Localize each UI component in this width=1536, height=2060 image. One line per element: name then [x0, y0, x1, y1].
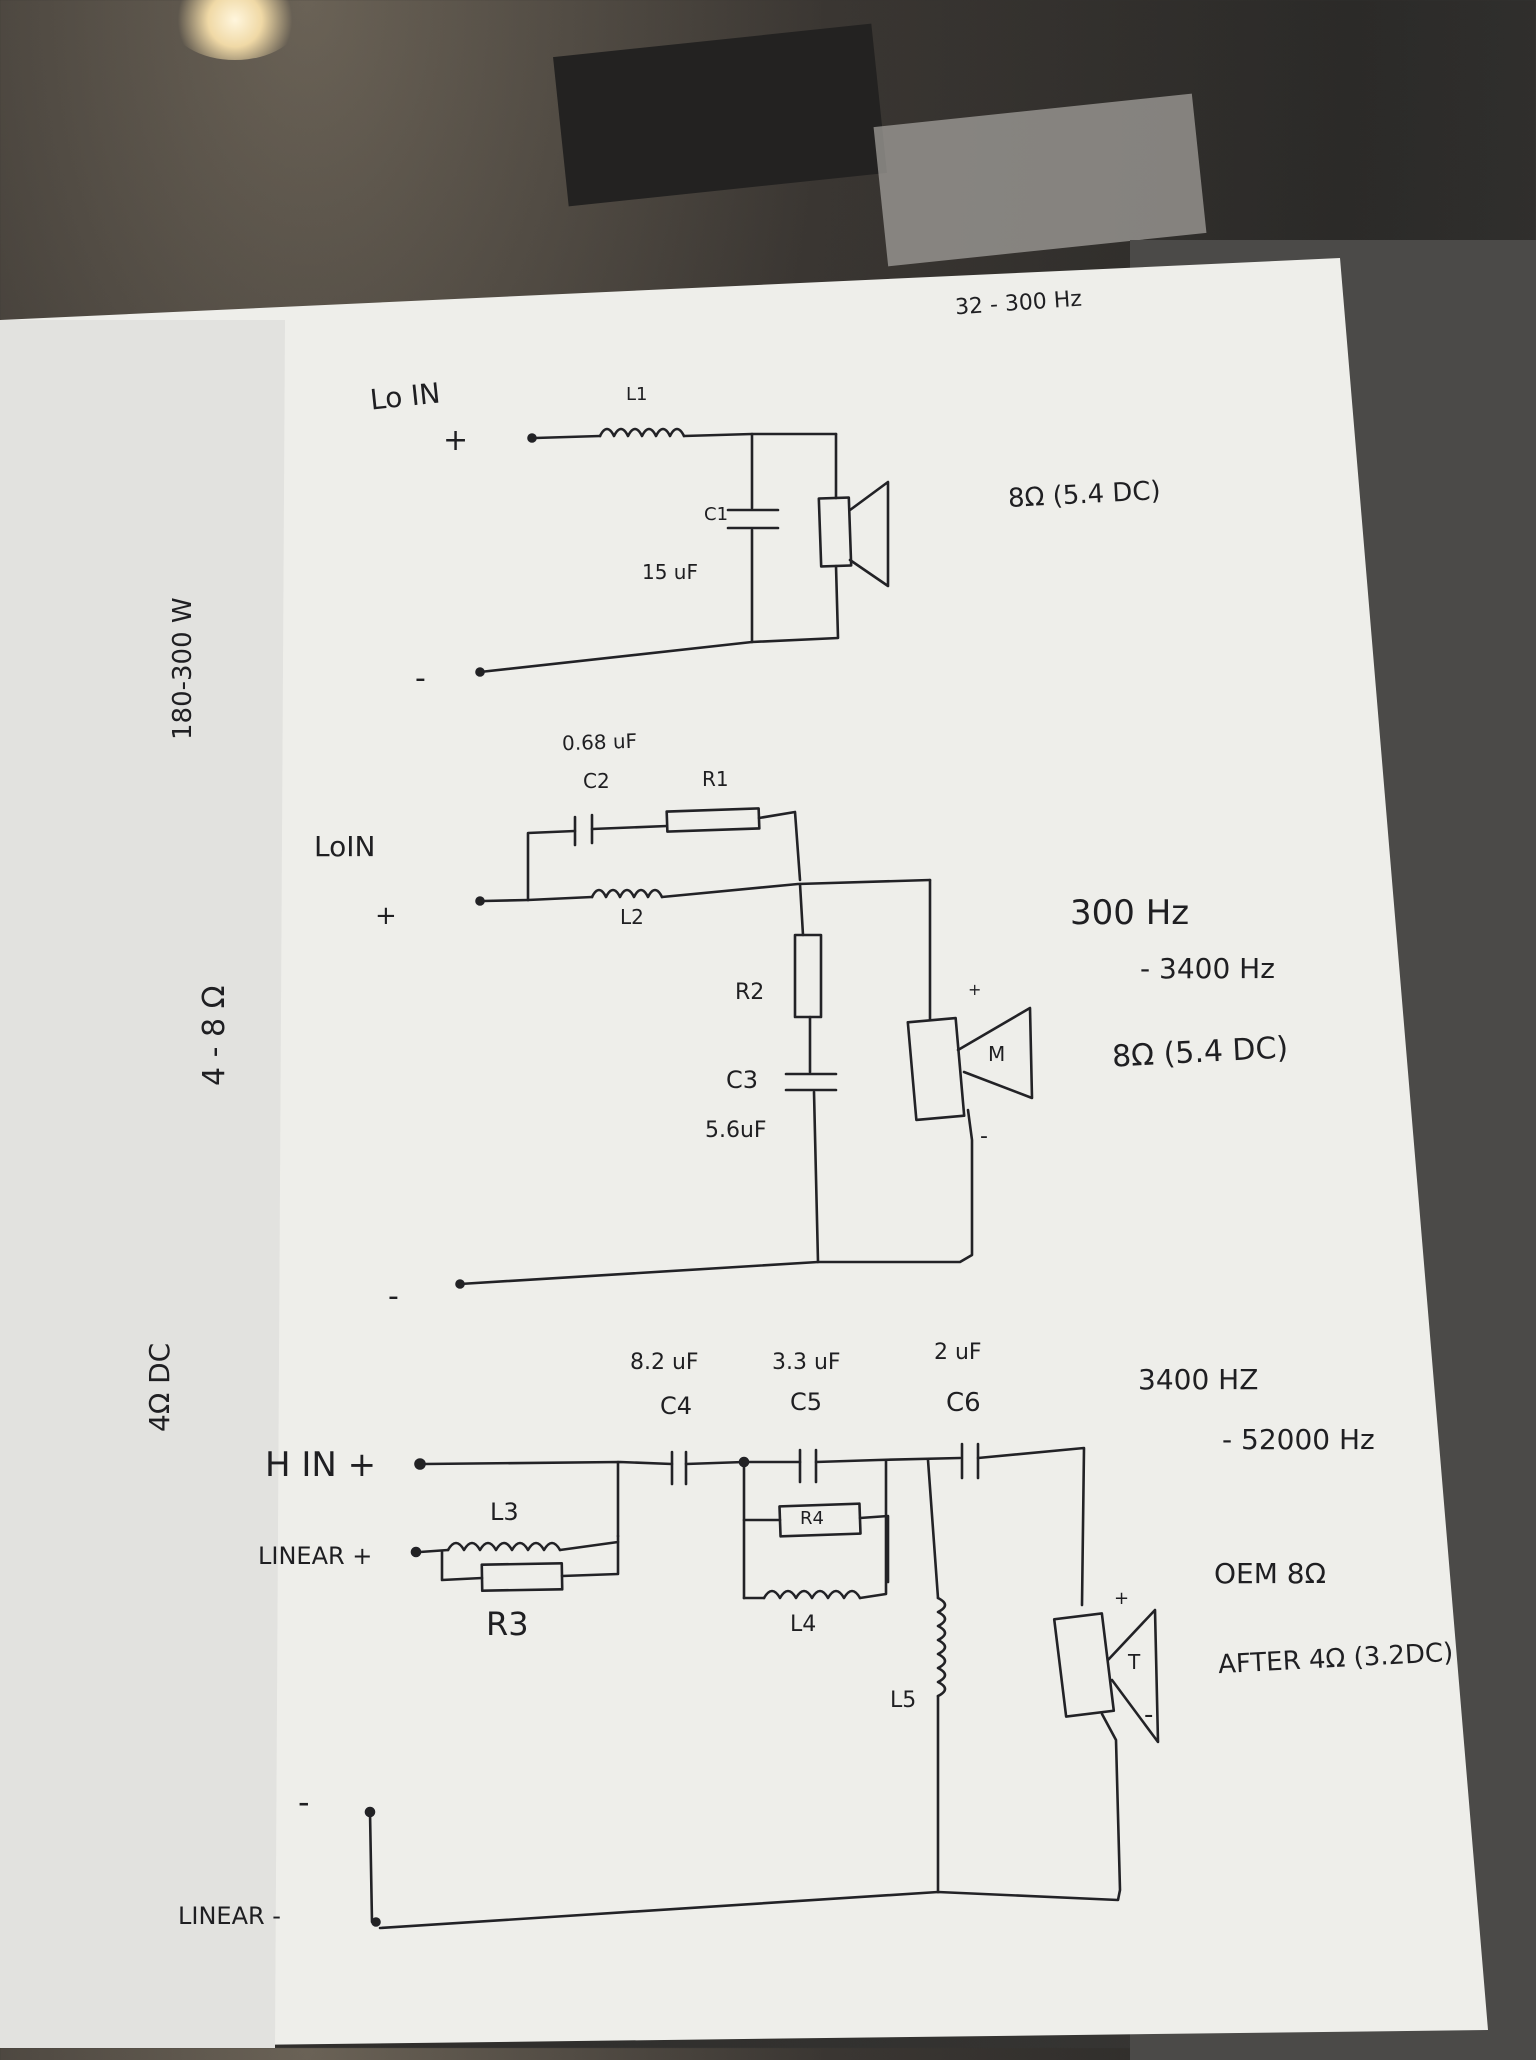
margin-impedance-range: 4 - 8 Ω [197, 985, 232, 1086]
capacitor-c6 [960, 1442, 980, 1480]
ground-minus-label: - [298, 1783, 310, 1821]
capacitor-c6-value: 2 uF [934, 1340, 982, 1365]
tweeter-speaker-label: T [1128, 1650, 1141, 1674]
h-in-label: H IN + [265, 1445, 377, 1485]
capacitor-c1 [726, 508, 780, 530]
inductor-l2 [590, 888, 664, 899]
inductor-l2-label: L2 [620, 905, 644, 929]
capacitor-c1-value: 15 uF [642, 560, 698, 584]
high-frequency-end: - 52000 Hz [1222, 1423, 1375, 1456]
plus-terminal-label: + [443, 423, 469, 458]
minus-terminal-label-2: - [388, 1279, 399, 1314]
capacitor-c5-value: 3.3 uF [772, 1350, 841, 1375]
tweeter-speaker [1052, 1612, 1116, 1718]
capacitor-c3 [784, 1072, 838, 1092]
minus-terminal-label: - [415, 661, 426, 696]
margin-dc-impedance: 4Ω DC [143, 1342, 176, 1432]
capacitor-c6-label: C6 [946, 1388, 981, 1418]
oem-impedance: OEM 8Ω [1214, 1557, 1326, 1590]
mid-frequency-end: - 3400 Hz [1140, 952, 1275, 985]
capacitor-c4 [670, 1450, 688, 1486]
capacitor-c4-value: 8.2 uF [630, 1350, 699, 1375]
capacitor-c5-label: C5 [790, 1388, 823, 1416]
lo-in-label-2: LoIN [314, 830, 376, 863]
capacitor-c1-label: C1 [704, 504, 729, 525]
high-frequency-start: 3400 HZ [1138, 1363, 1259, 1396]
impedance-low: 8Ω (5.4 DC) [1007, 476, 1162, 514]
inductor-l1-label: L1 [626, 384, 648, 405]
resistor-r1-label: R1 [702, 767, 729, 791]
tweeter-plus-label: + [1114, 1588, 1130, 1609]
plus-terminal-label-2: + [375, 901, 397, 931]
capacitor-c3-label: C3 [726, 1066, 759, 1094]
midrange-plus-label: + [968, 980, 982, 999]
capacitor-c3-value: 5.6uF [705, 1118, 767, 1143]
circuit-low-section [475, 427, 890, 677]
inductor-l1 [598, 427, 686, 438]
resistor-r1 [665, 807, 761, 833]
tweeter-minus-label: - [1144, 1700, 1154, 1730]
resistor-r3 [480, 1562, 564, 1592]
midrange-speaker [906, 1016, 966, 1122]
capacitor-c2-value: 0.68 uF [561, 728, 638, 756]
capacitor-c2 [573, 813, 594, 847]
linear-minus-label: LINEAR - [178, 1902, 281, 1930]
midrange-minus-label: - [980, 1124, 988, 1149]
inductor-l3-label: L3 [490, 1498, 519, 1526]
linear-plus-label: LINEAR + [258, 1542, 373, 1570]
inductor-l5 [936, 1596, 947, 1698]
midrange-speaker-label: M [988, 1042, 1006, 1066]
resistor-r3-label: R3 [486, 1605, 529, 1643]
inductor-l3 [446, 1541, 562, 1552]
capacitor-c4-label: C4 [660, 1392, 693, 1420]
capacitor-c5 [798, 1448, 818, 1484]
inductor-l4 [762, 1589, 862, 1600]
woofer-speaker [817, 496, 853, 568]
mid-frequency-start: 300 Hz [1070, 893, 1190, 933]
resistor-r2 [793, 933, 823, 1019]
inductor-l5-label: L5 [890, 1688, 917, 1713]
resistor-r4-label: R4 [800, 1508, 824, 1529]
impedance-mid: 8Ω (5.4 DC) [1111, 1030, 1290, 1075]
lo-in-label: Lo IN [368, 376, 442, 417]
circuit-mid-section [455, 807, 1034, 1289]
circuit-high-section [364, 1442, 1160, 1930]
margin-power-range: 180-300 W [168, 597, 198, 740]
resistor-r2-label: R2 [735, 980, 765, 1005]
inductor-l4-label: L4 [790, 1612, 817, 1637]
capacitor-c2-label: C2 [583, 769, 610, 793]
